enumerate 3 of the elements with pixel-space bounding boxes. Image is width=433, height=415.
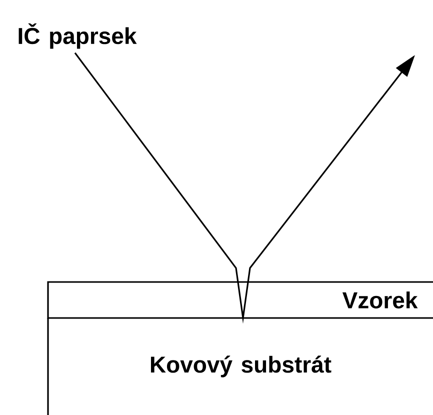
beam-label: IČ paprsek: [18, 23, 137, 49]
substrate-layer: Kovový substrát: [47, 318, 332, 415]
sample-layer: Vzorek: [47, 281, 433, 319]
